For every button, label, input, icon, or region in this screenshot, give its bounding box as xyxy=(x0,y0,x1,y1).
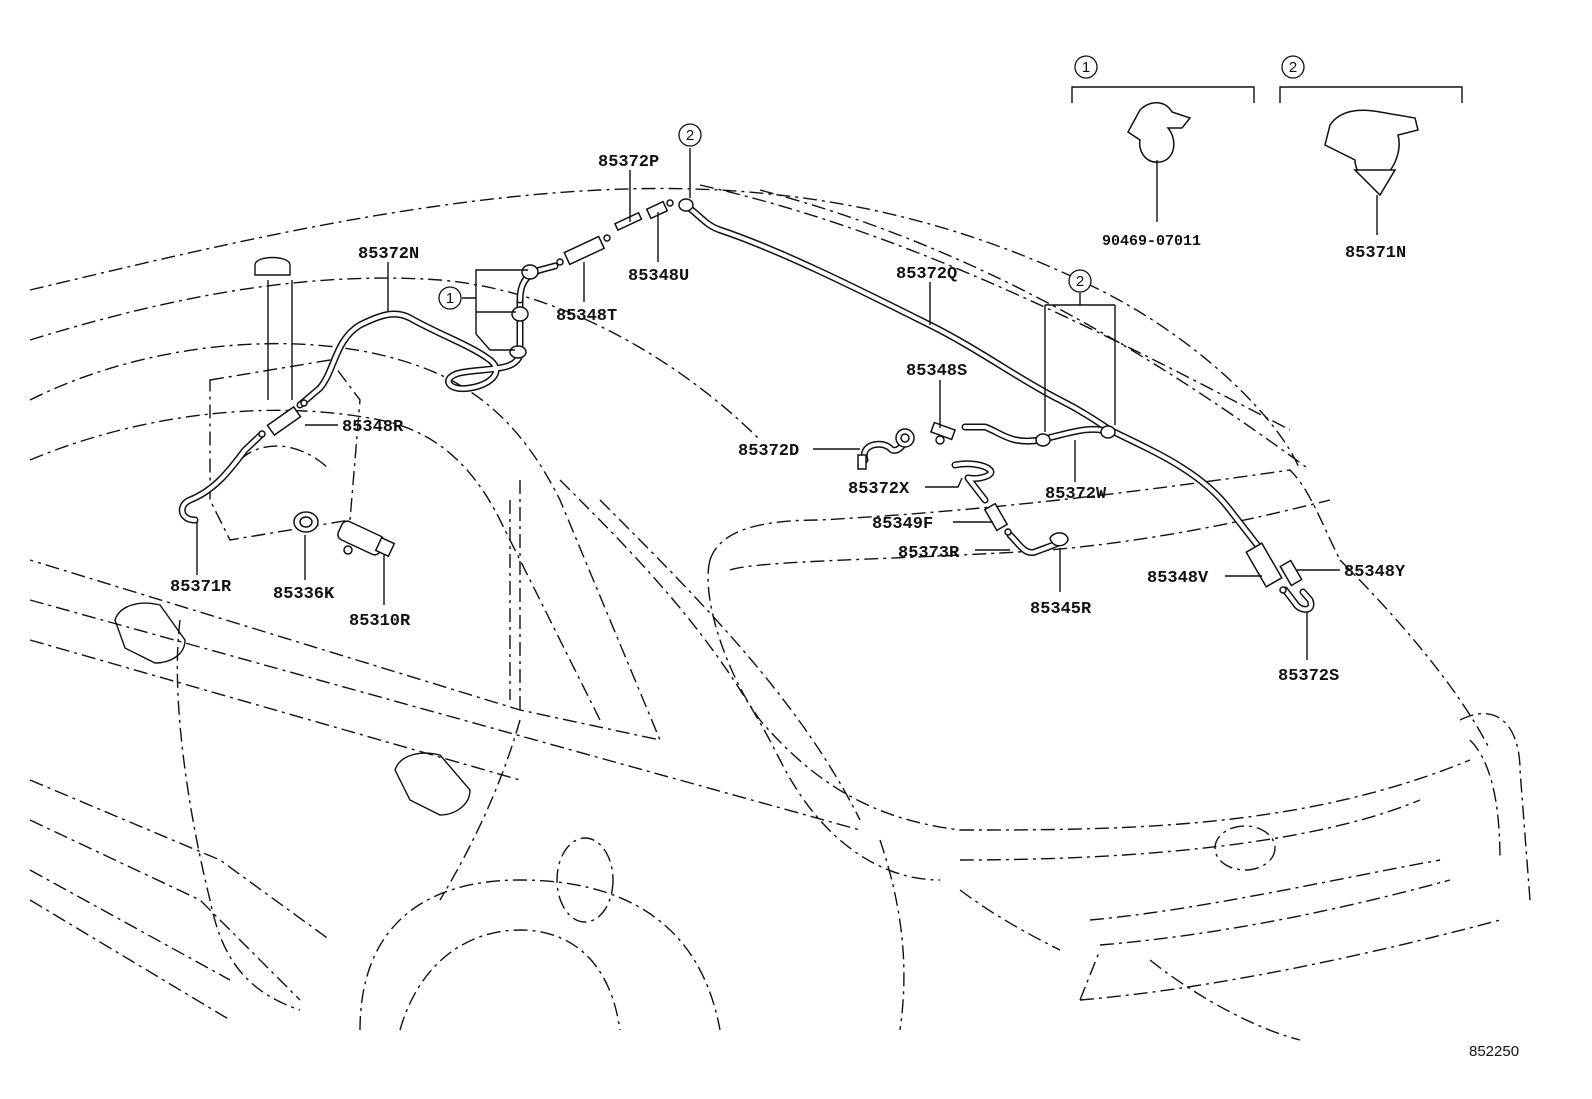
label-85372P[interactable]: 85372P xyxy=(598,153,659,172)
label-85371R[interactable]: 85371R xyxy=(170,578,232,597)
label-85372X[interactable]: 85372X xyxy=(848,480,910,499)
label-85345R[interactable]: 85345R xyxy=(1030,600,1092,619)
svg-text:1: 1 xyxy=(446,290,454,307)
label-85372N[interactable]: 85372N xyxy=(358,245,419,264)
label-85348S[interactable]: 85348S xyxy=(906,362,967,381)
label-90469-07011[interactable]: 90469-07011 xyxy=(1102,233,1201,250)
label-85348U[interactable]: 85348U xyxy=(628,267,689,286)
marker-2-legend: 2 xyxy=(1281,55,1305,79)
svg-text:2: 2 xyxy=(1289,59,1297,76)
hose-clips xyxy=(509,198,1116,447)
joint-85348T xyxy=(556,234,611,266)
marker-2-roof: 2 xyxy=(678,123,702,147)
vehicle-outline xyxy=(29,184,1531,1041)
hose-joints xyxy=(258,199,1303,594)
washer-hoses xyxy=(178,201,1315,613)
joint-85349F xyxy=(983,502,1012,536)
label-85336K[interactable]: 85336K xyxy=(273,585,335,604)
label-85348Y[interactable]: 85348Y xyxy=(1344,563,1406,582)
label-85348V[interactable]: 85348V xyxy=(1147,569,1209,588)
joint-85348V xyxy=(1245,542,1303,594)
joint-85348S xyxy=(929,421,957,445)
joint-85348U xyxy=(645,199,674,220)
diagram-id: 852250 xyxy=(1469,1043,1519,1060)
clip-detail-1 xyxy=(1071,86,1255,222)
label-85372W[interactable]: 85372W xyxy=(1045,485,1107,504)
tube-85372P xyxy=(613,211,643,232)
label-85348R[interactable]: 85348R xyxy=(342,418,404,437)
part-labels: 85372N 85372P 85348U 85348T 85372Q 85348… xyxy=(170,153,1406,686)
joint-85348R xyxy=(258,399,308,438)
label-85373R[interactable]: 85373R xyxy=(898,544,960,563)
svg-text:1: 1 xyxy=(1082,59,1090,76)
marker-1-hose: 1 xyxy=(438,286,462,310)
svg-text:2: 2 xyxy=(686,127,694,144)
grommet-85336K xyxy=(293,511,319,533)
leader-lines xyxy=(196,148,1340,660)
label-85348T[interactable]: 85348T xyxy=(556,307,617,326)
label-85372S[interactable]: 85372S xyxy=(1278,667,1339,686)
marker-2-rear: 2 xyxy=(1068,269,1092,293)
washer-reservoir xyxy=(209,256,361,541)
clip-detail-2 xyxy=(1279,86,1463,235)
nozzle-85372D xyxy=(857,428,915,470)
label-85371N[interactable]: 85371N xyxy=(1345,244,1406,263)
label-85372D[interactable]: 85372D xyxy=(738,442,799,461)
label-85372Q[interactable]: 85372Q xyxy=(896,265,957,284)
pump-85310R xyxy=(337,520,396,558)
label-85349F[interactable]: 85349F xyxy=(872,515,933,534)
marker-1-legend: 1 xyxy=(1074,55,1098,79)
label-85310R[interactable]: 85310R xyxy=(349,612,411,631)
svg-text:2: 2 xyxy=(1076,273,1084,290)
nozzle-85345R xyxy=(1049,532,1069,547)
